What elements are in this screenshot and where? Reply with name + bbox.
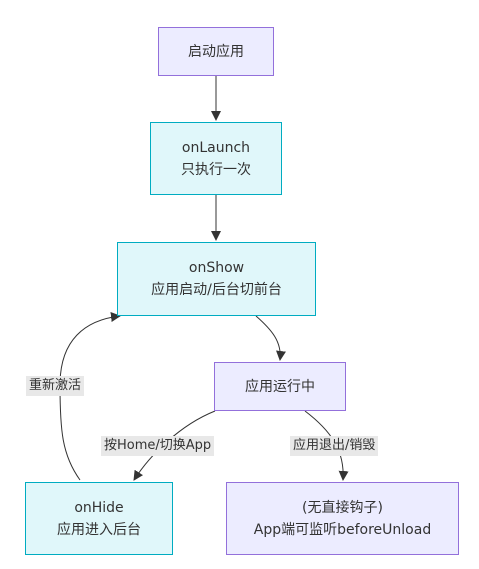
edge-label-to-background: 按Home/切换App (101, 436, 215, 456)
node-onhide-desc: 应用进入后台 (57, 521, 141, 538)
node-app-exit-title: (无直接钩子) (302, 499, 383, 516)
node-start-app-label: 启动应用 (188, 43, 244, 60)
edge-label-reactivate: 重新激活 (26, 376, 85, 396)
node-onhide-title: onHide (74, 499, 124, 516)
node-app-exit-desc: App端可监听beforeUnload (253, 521, 432, 538)
node-onhide: onHide 应用进入后台 (25, 482, 173, 555)
node-onshow-desc: 应用启动/后台切前台 (151, 282, 282, 298)
node-onshow: onShow 应用启动/后台切前台 (117, 242, 316, 316)
node-start-app: 启动应用 (158, 27, 274, 76)
edge-show-to-running (255, 315, 286, 361)
node-onlaunch-desc: 只执行一次 (181, 161, 251, 178)
node-onlaunch-title: onLaunch (181, 139, 251, 156)
node-onshow-title: onShow (188, 260, 245, 276)
node-onlaunch: onLaunch 只执行一次 (150, 122, 282, 195)
edge-label-app-exit: 应用退出/销毁 (290, 436, 379, 456)
node-app-running-label: 应用运行中 (245, 378, 315, 395)
node-app-running: 应用运行中 (214, 362, 346, 411)
node-app-exit: (无直接钩子) App端可监听beforeUnload (226, 482, 459, 555)
